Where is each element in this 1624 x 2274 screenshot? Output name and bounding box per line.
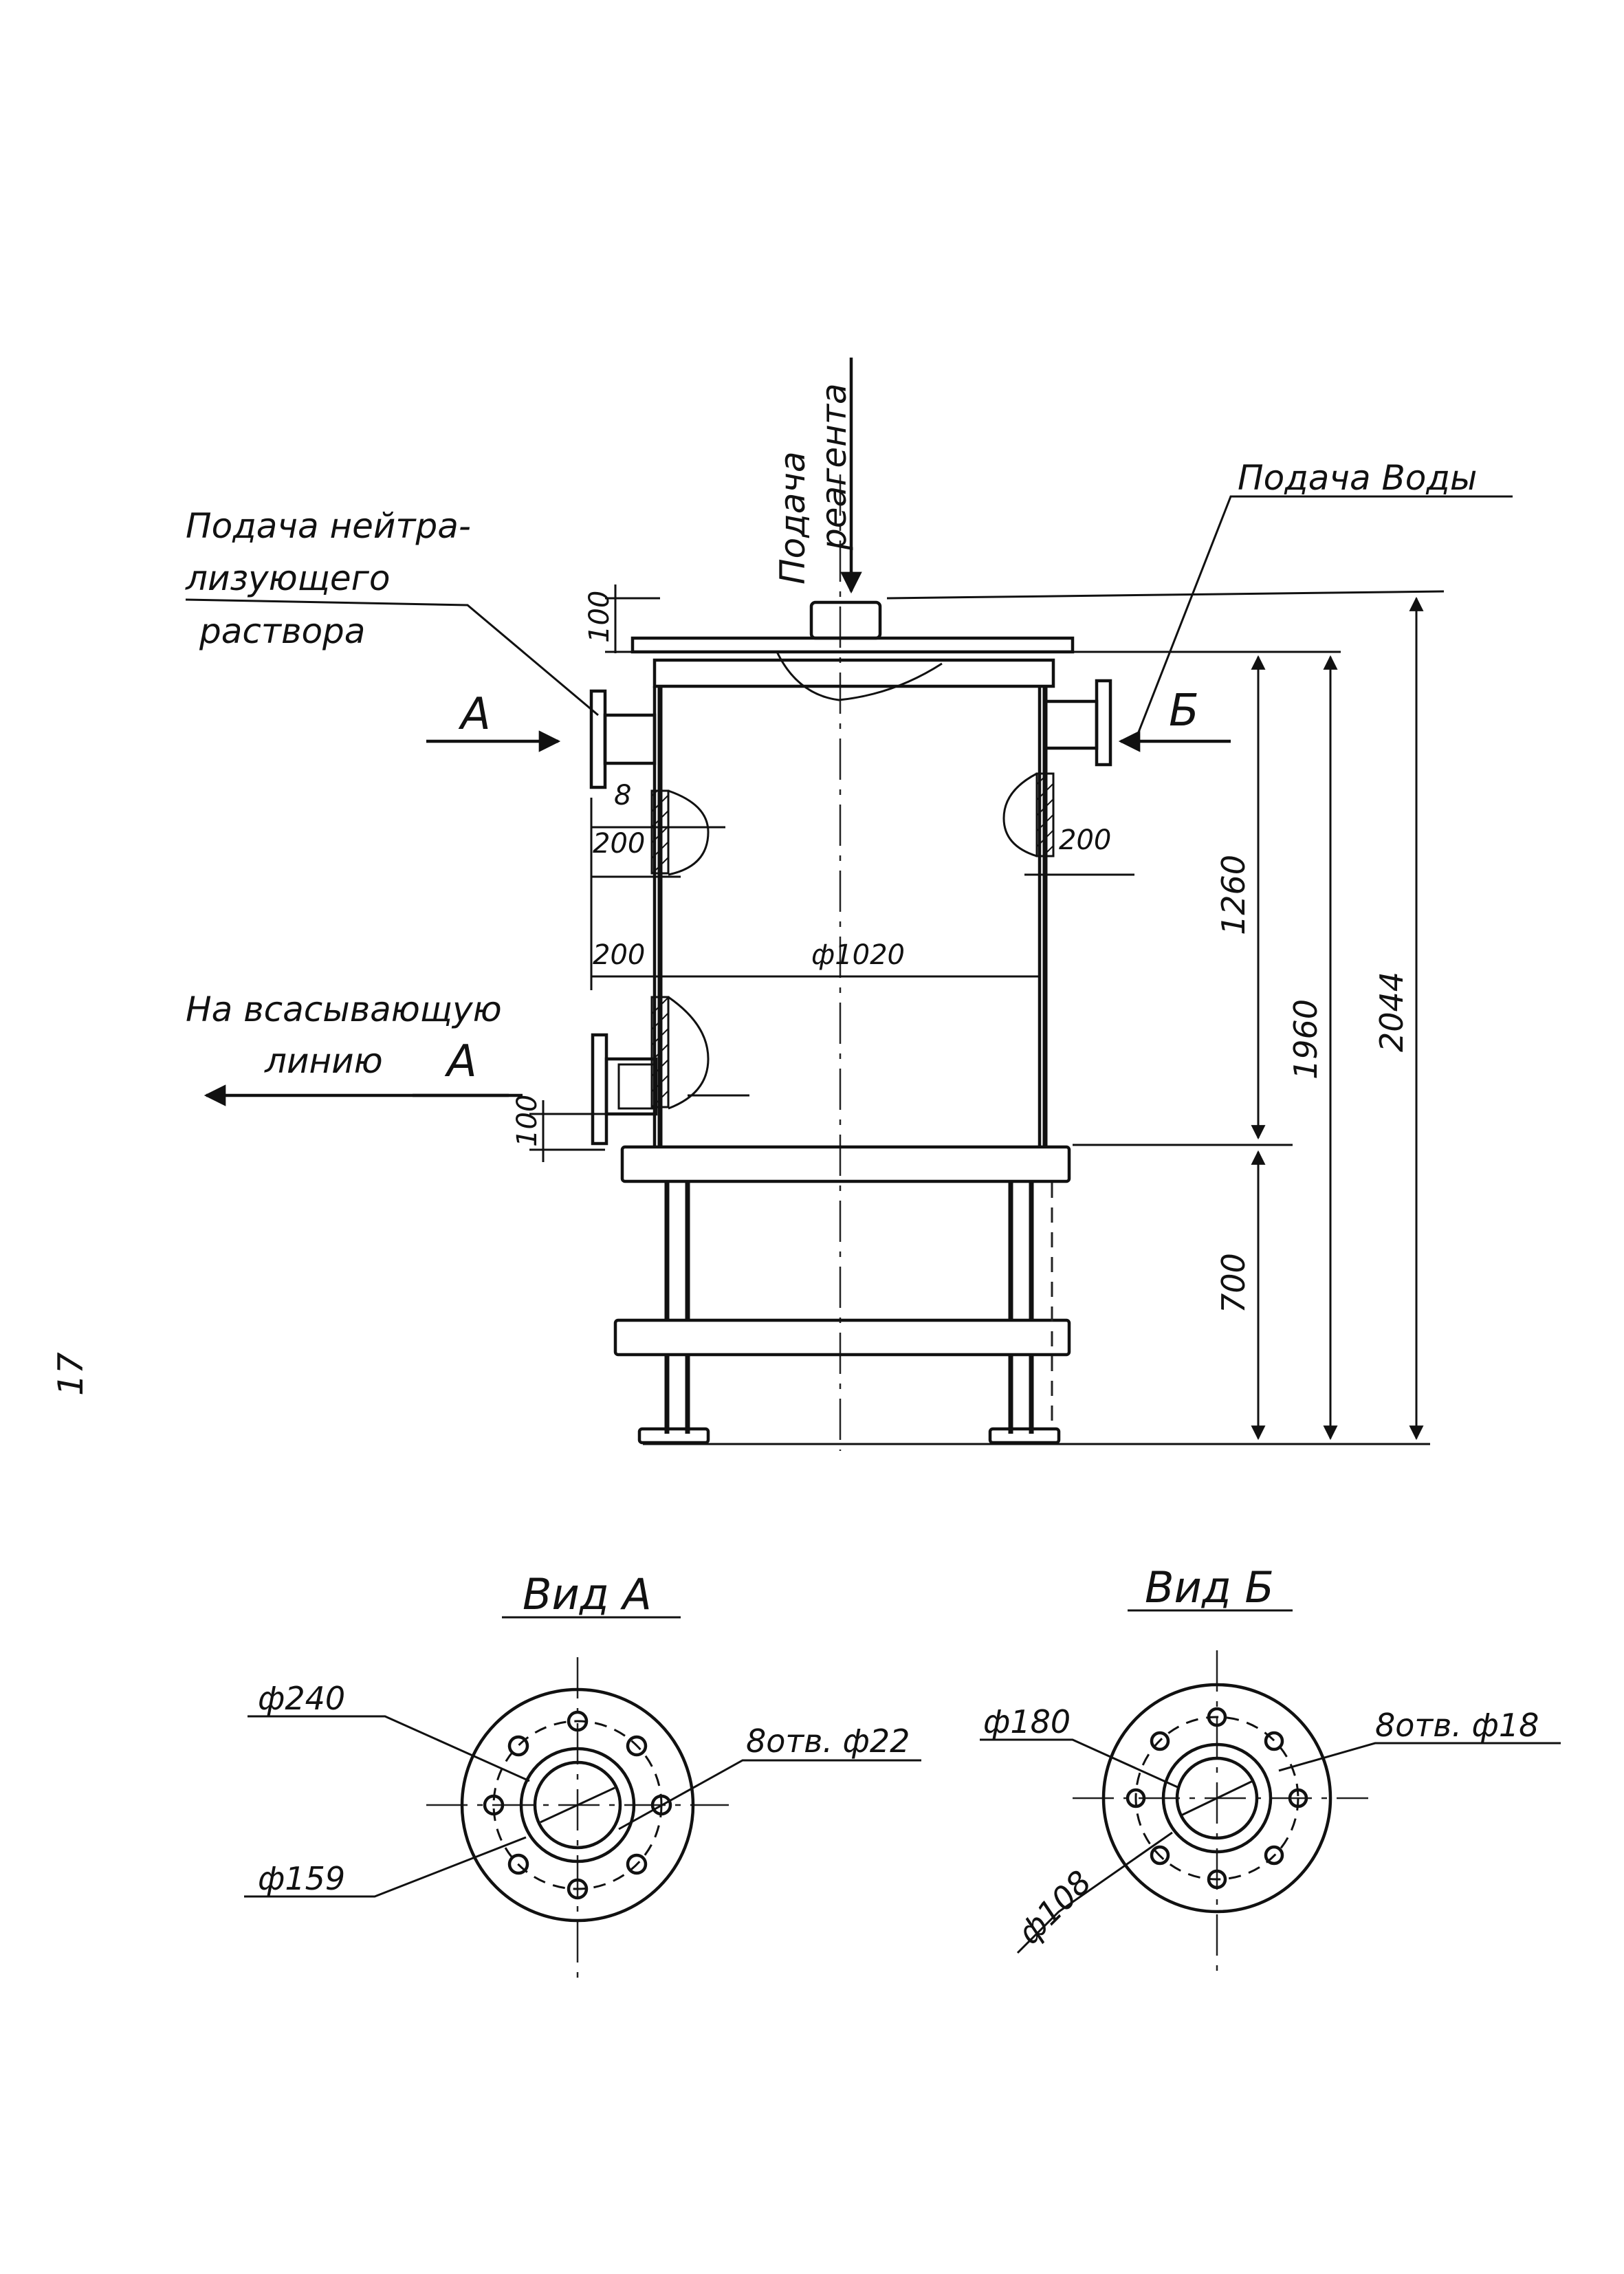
dim-left-upper-200: 200 (593, 828, 645, 860)
view-a-pipe-inner (533, 1760, 622, 1850)
suction-label-2: линию (264, 1041, 383, 1081)
nozzle-inlet-water (1043, 679, 1112, 767)
reagent-label-1: Подача (773, 451, 813, 584)
view-b-holes: 8отв. ф18 (1375, 1707, 1539, 1744)
neutralizer-label-3: раствора (199, 611, 365, 651)
tank-stand (613, 1145, 1071, 1445)
view-b-bolt-circle (1134, 1716, 1299, 1881)
view-a-title: Вид А (523, 1569, 652, 1619)
view-b-flange: Вид Б ф180 8отв. ф18 ф108 (980, 1562, 1561, 1980)
leader-water (1133, 495, 1513, 743)
view-a-holes: 8отв. ф22 (746, 1723, 910, 1760)
view-b-inner-dia: ф108 (1011, 1863, 1099, 1952)
view-b-outer-dia: ф180 (983, 1703, 1071, 1740)
dim-1260: 1260 (1215, 855, 1252, 935)
view-a-bolt-holes (483, 1710, 672, 1900)
tank-elevation: Подача реагента Подача Воды Подача нейтр… (51, 358, 1513, 1451)
wall-section-upper-left (650, 789, 670, 875)
view-b-pipe-inner (1175, 1756, 1259, 1840)
view-b-pipe-outer (1161, 1742, 1273, 1854)
dim-1960: 1960 (1287, 999, 1324, 1080)
view-a-marker-bottom: А (444, 1036, 477, 1087)
suction-label-1: На всасывающую (186, 990, 502, 1029)
tank-lid (630, 600, 1075, 701)
view-b-outer-circle (1101, 1683, 1332, 1914)
reagent-label-2: реагента (814, 383, 854, 551)
nozzle-inlet-neutralizer (589, 689, 657, 789)
dim-wall-8: 8 (614, 780, 631, 811)
extension-lines (643, 590, 1445, 1445)
view-a-pipe-outer (519, 1747, 636, 1863)
dim-cap-100: 100 (584, 591, 615, 643)
neutralizer-label-1: Подача нейтра- (186, 506, 471, 546)
view-b-title: Вид Б (1145, 1562, 1274, 1612)
dim-700: 700 (1215, 1253, 1252, 1313)
dim-left-mid-200: 200 (593, 939, 645, 971)
view-a-outer-circle (460, 1687, 695, 1923)
dim-2044: 2044 (1373, 972, 1410, 1052)
dim-outlet-100: 100 (512, 1095, 543, 1147)
view-a-marker-top: А (458, 689, 491, 740)
wall-section-upper-right (1035, 772, 1055, 857)
tank-shell (650, 686, 1055, 1147)
neutralizer-label-2: лизующего (185, 558, 390, 598)
nozzle-outlet-suction (591, 1033, 658, 1146)
view-b-marker: Б (1169, 686, 1199, 736)
page-number: 17 (51, 1352, 91, 1396)
dim-right-upper-200: 200 (1059, 824, 1111, 856)
dim-diameter-1020: ф1020 (811, 939, 905, 971)
view-a-outer-dia: ф240 (258, 1680, 345, 1717)
view-a-inner-dia: ф159 (258, 1860, 345, 1897)
water-label: Подача Воды (1238, 458, 1477, 498)
leader-neutralizer (185, 598, 599, 717)
view-b-bolt-holes (1126, 1707, 1308, 1890)
view-a-flange: Вид А ф240 8отв. ф22 ф159 (244, 1569, 921, 1987)
